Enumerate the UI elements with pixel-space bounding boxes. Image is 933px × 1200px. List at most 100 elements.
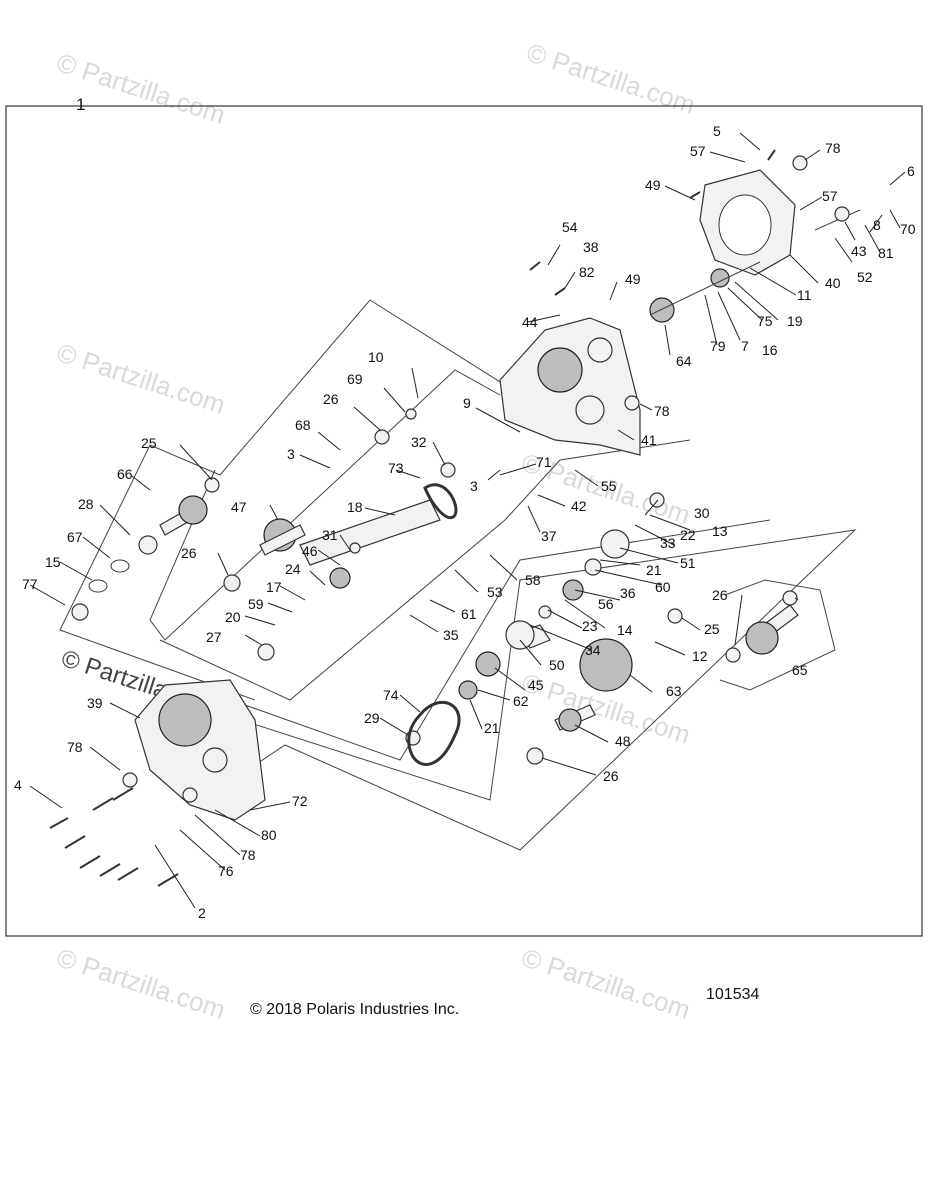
callout-60: 60 — [655, 579, 671, 595]
callout-77: 77 — [22, 576, 38, 592]
callout-78c: 78 — [67, 739, 83, 755]
callout-26c: 26 — [712, 587, 728, 603]
rear-cover — [699, 169, 796, 276]
callout-78: 78 — [654, 403, 670, 419]
callout-43: 43 — [851, 243, 867, 259]
callout-14: 14 — [617, 622, 633, 638]
callout-25a: 25 — [141, 435, 157, 451]
copyright-notice: © 2018 Polaris Industries Inc. — [250, 1001, 460, 1018]
callout-45: 45 — [528, 677, 544, 693]
shaft-18 — [299, 499, 441, 566]
callout-4: 4 — [14, 777, 22, 793]
callout-72: 72 — [292, 793, 308, 809]
callout-7: 7 — [741, 338, 749, 354]
callout-11: 11 — [797, 287, 812, 303]
callout-33: 33 — [660, 535, 676, 551]
callout-46: 46 — [302, 543, 318, 559]
callout-78d: 78 — [240, 847, 256, 863]
callout-56: 56 — [598, 596, 614, 612]
callout-8: 8 — [873, 217, 881, 233]
callout-29: 29 — [364, 710, 380, 726]
watermark: © Partzilla.com — [53, 942, 229, 1025]
callout-5: 5 — [713, 123, 721, 139]
callout-26d: 26 — [603, 768, 619, 784]
group-outlines — [59, 299, 857, 851]
callout-10: 10 — [368, 349, 384, 365]
callout-75: 75 — [757, 313, 773, 329]
callout-66: 66 — [117, 466, 133, 482]
callout-41: 41 — [641, 432, 657, 448]
callout-58: 58 — [525, 572, 541, 588]
callout-3: 3 — [287, 446, 295, 462]
callout-80: 80 — [261, 827, 277, 843]
callout-35: 35 — [443, 627, 459, 643]
callout-38: 38 — [583, 239, 599, 255]
callout-19: 19 — [787, 313, 803, 329]
callout-57: 57 — [690, 143, 706, 159]
callout-24: 24 — [285, 561, 301, 577]
callout-55: 55 — [601, 478, 617, 494]
callout-30: 30 — [694, 505, 710, 521]
callout-25b: 25 — [704, 621, 720, 637]
callout-17: 17 — [266, 579, 282, 595]
callout-67: 67 — [67, 529, 83, 545]
callout-49: 49 — [645, 177, 661, 193]
bolts — [49, 149, 776, 887]
callout-78: 78 — [825, 140, 841, 156]
callout-32: 32 — [411, 434, 427, 450]
callout-49: 49 — [625, 271, 641, 287]
callout-12: 12 — [692, 648, 708, 664]
callout-47: 47 — [231, 499, 247, 515]
callout-3: 3 — [470, 478, 478, 494]
callout-6: 6 — [907, 163, 915, 179]
watermark: © Partzilla.com — [53, 337, 229, 420]
callout-22: 22 — [680, 527, 696, 543]
callout-71: 71 — [536, 454, 552, 470]
callout-76: 76 — [218, 863, 234, 879]
callout-16: 16 — [762, 342, 778, 358]
gear-56 — [562, 579, 584, 601]
callout-52: 52 — [857, 269, 873, 285]
gear-64 — [649, 297, 675, 323]
callout-20: 20 — [225, 609, 241, 625]
callout-51: 51 — [680, 555, 696, 571]
callout-34: 34 — [585, 642, 601, 658]
watermark: © Partzilla.com — [53, 47, 229, 130]
callout-68: 68 — [295, 417, 311, 433]
diagram-frame — [5, 105, 923, 937]
callout-31: 31 — [322, 527, 338, 543]
callout-70: 70 — [900, 221, 916, 237]
callout-15: 15 — [45, 554, 61, 570]
callout-9: 9 — [463, 395, 471, 411]
shafts-gears — [71, 155, 861, 803]
callout-37: 37 — [541, 528, 557, 544]
gear-63 — [579, 638, 633, 692]
callout-63: 63 — [666, 683, 682, 699]
callout-40: 40 — [825, 275, 841, 291]
callout-26a: 26 — [181, 545, 197, 561]
diagram-number: 101534 — [706, 986, 760, 1003]
callout-64: 64 — [676, 353, 692, 369]
callout-61: 61 — [461, 606, 477, 622]
callout-48: 48 — [615, 733, 631, 749]
gear-62 — [458, 680, 478, 700]
callout-13: 13 — [712, 523, 728, 539]
callout-50: 50 — [549, 657, 565, 673]
callout-27: 27 — [206, 629, 222, 645]
callout-59: 59 — [248, 596, 264, 612]
watermark: © Partzilla.com — [523, 37, 699, 120]
callout-82: 82 — [579, 264, 595, 280]
gear-45 — [475, 651, 501, 677]
callout-39: 39 — [87, 695, 103, 711]
callout-21b: 21 — [484, 720, 500, 736]
callout-42: 42 — [571, 498, 587, 514]
callout-28: 28 — [78, 496, 94, 512]
callout-74: 74 — [383, 687, 399, 703]
callout-62: 62 — [513, 693, 529, 709]
callout-26: 26 — [323, 391, 339, 407]
callout-36: 36 — [620, 585, 636, 601]
front-cover — [134, 679, 266, 821]
leader-lines — [29, 132, 906, 909]
gear-50 — [505, 620, 535, 650]
